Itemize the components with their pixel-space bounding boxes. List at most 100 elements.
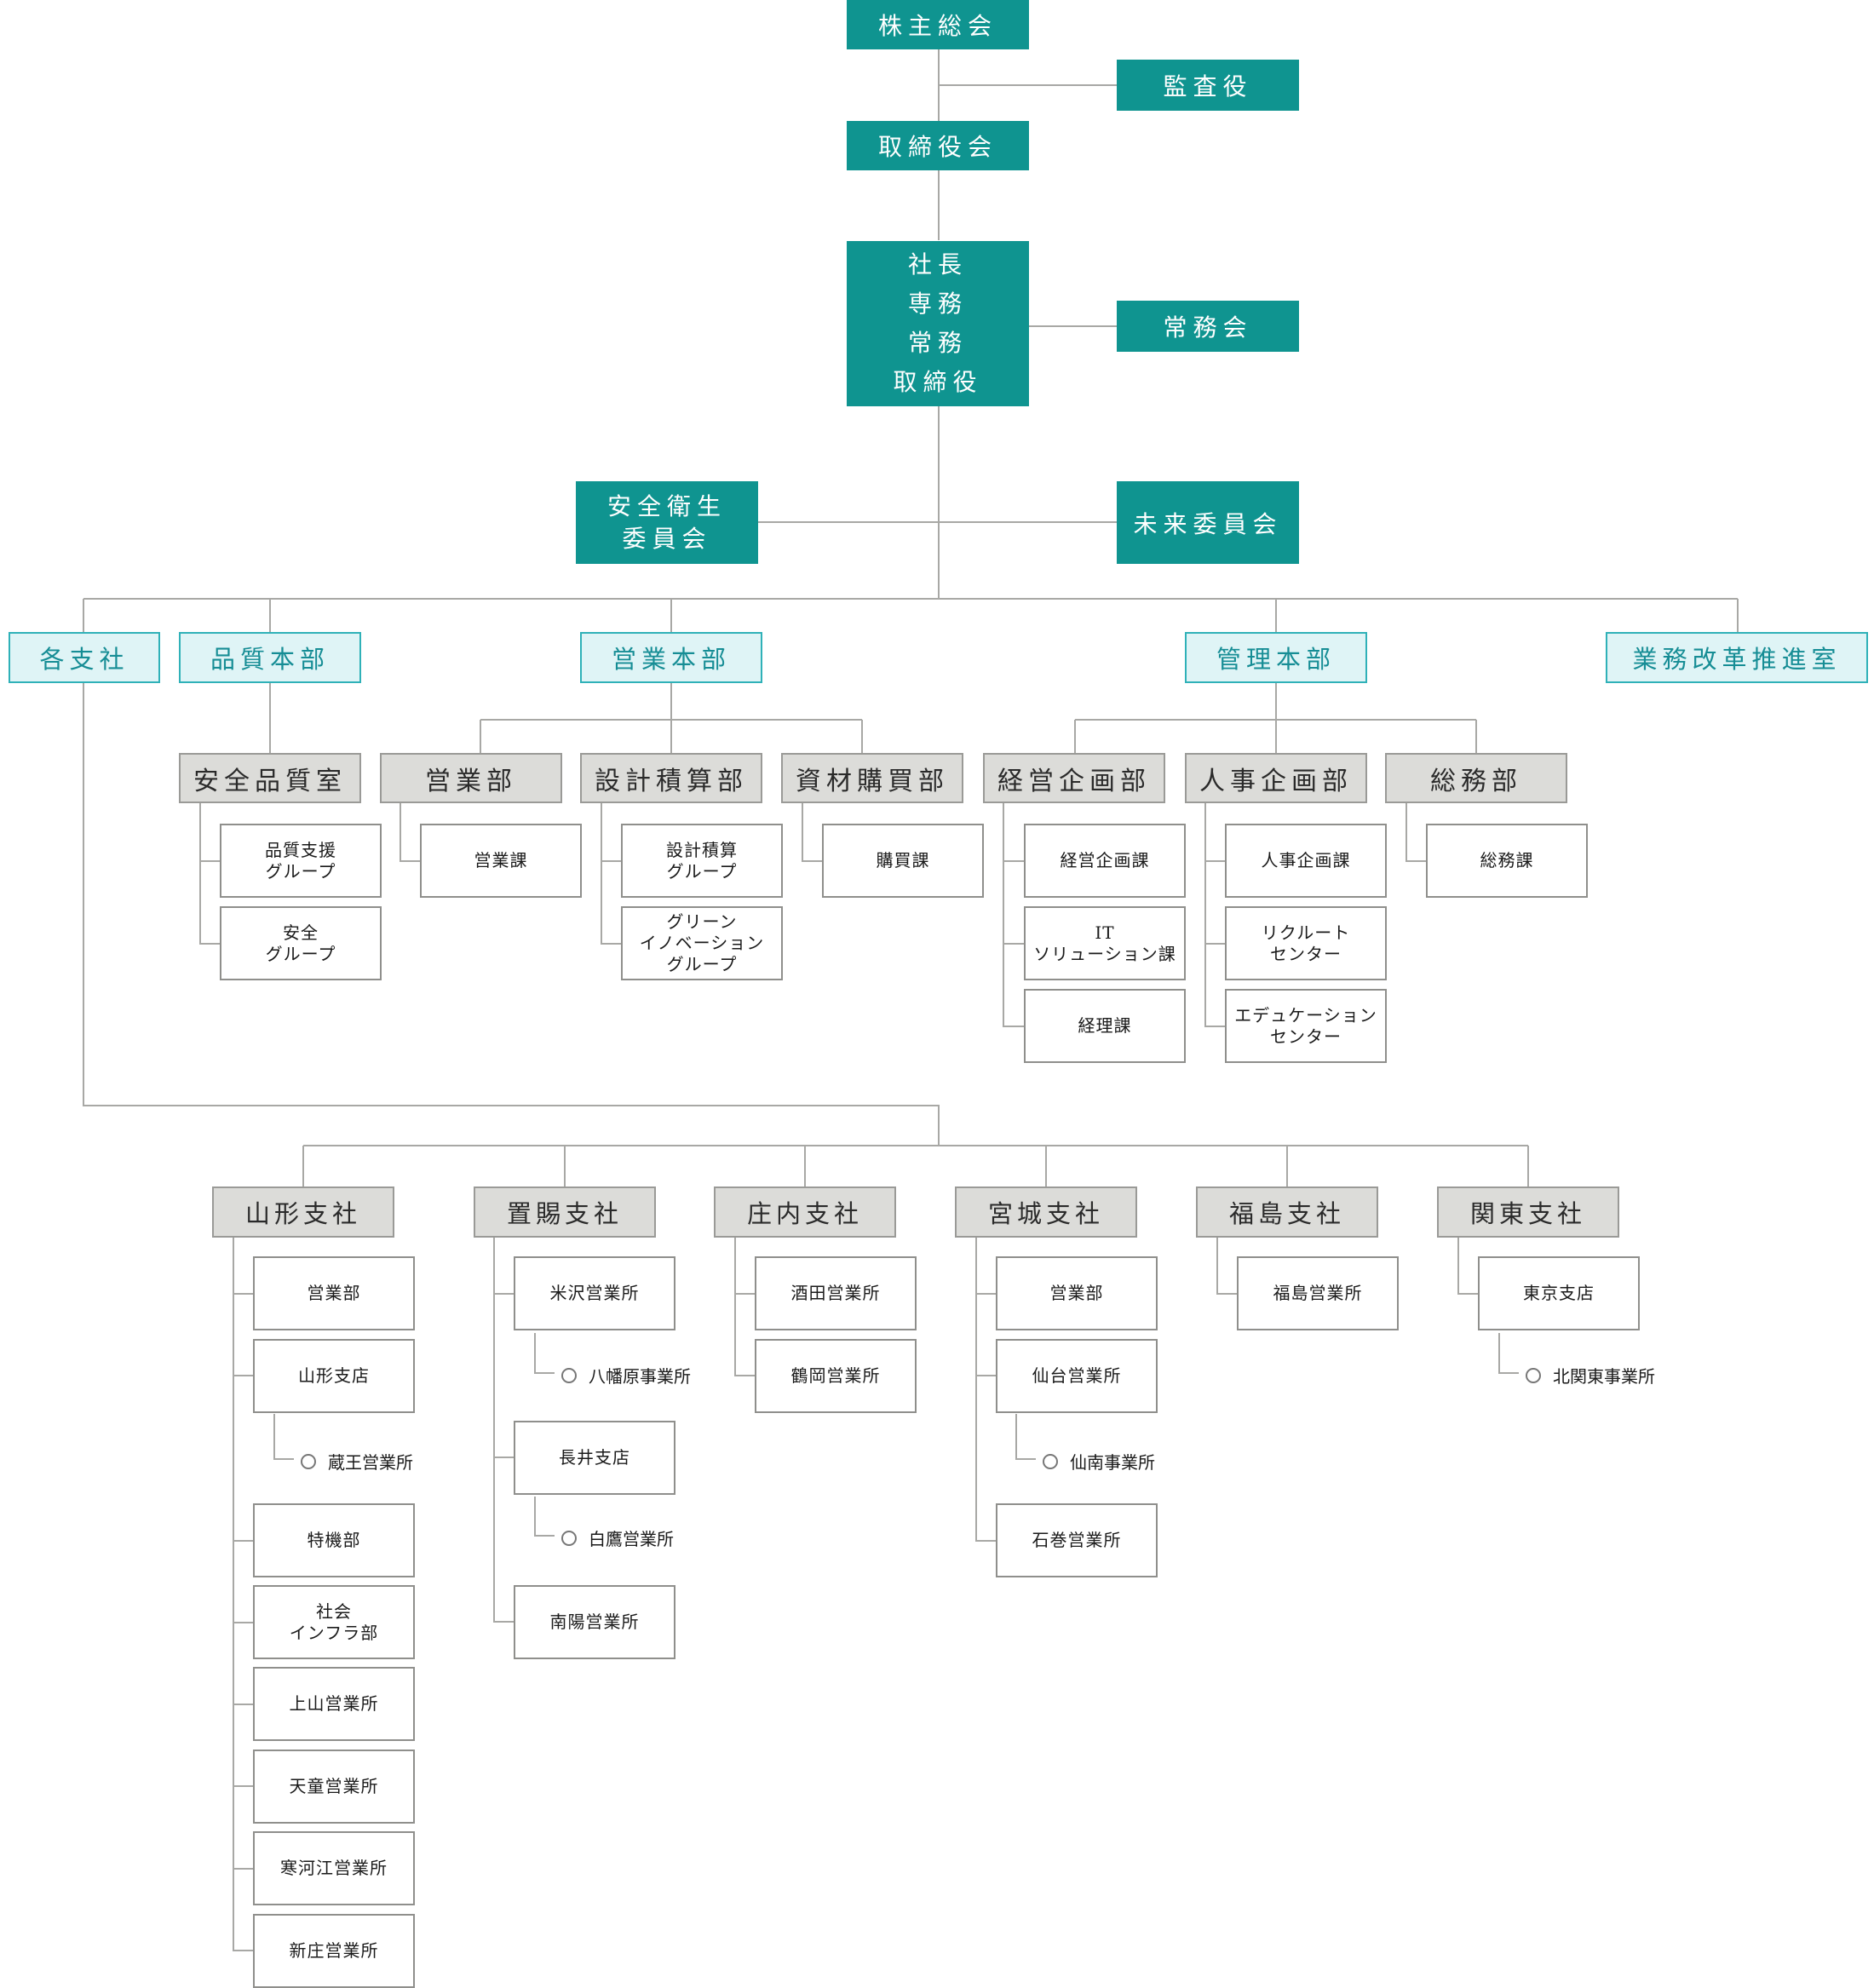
connector	[199, 803, 220, 945]
connector	[534, 1333, 555, 1374]
officer-senior-md: 専務	[907, 290, 968, 318]
hq-admin-label: 管理本部	[1216, 645, 1336, 674]
branch-label: 宮城支社	[987, 1199, 1104, 1228]
dept-sales-label: 営業部	[425, 766, 517, 796]
safety-committee-line1: 安全衛生	[606, 491, 727, 520]
unit-line: 品質支援	[265, 839, 336, 860]
connector	[273, 1414, 294, 1460]
yamagata-infrastructure: 社会 インフラ部	[253, 1585, 415, 1659]
unit-line: 鶴岡営業所	[790, 1365, 881, 1386]
unit-line: 酒田営業所	[790, 1283, 881, 1303]
yamagata-tendo: 天童営業所	[253, 1750, 415, 1824]
yamagata-sales-dept: 営業部	[253, 1256, 415, 1330]
branch-label: 福島支社	[1228, 1199, 1345, 1228]
unit-line: 東京支店	[1523, 1283, 1595, 1303]
dept-general-label: 総務部	[1430, 766, 1522, 796]
branch-label: 置賜支社	[506, 1199, 623, 1228]
unit-line: 仙台営業所	[1032, 1365, 1122, 1386]
dept-sales: 営業部	[380, 753, 562, 803]
shonai-tsuruoka: 鶴岡営業所	[755, 1339, 917, 1413]
unit-line: グループ	[666, 954, 738, 974]
officer-md: 常務	[907, 329, 968, 357]
yamagata-zao-office: 蔵王営業所	[301, 1449, 413, 1474]
unit-line: グリーン	[666, 911, 738, 932]
unit-line: グループ	[265, 860, 336, 882]
unit-line: 山形支店	[298, 1365, 370, 1386]
unit-line: 長井支店	[559, 1447, 630, 1468]
office-circle-icon	[561, 1367, 577, 1383]
kanto-tokyo: 東京支店	[1478, 1256, 1640, 1330]
dept-planning: 経営企画部	[983, 753, 1165, 803]
connector	[1204, 803, 1225, 1027]
office-label: 仙南事業所	[1070, 1452, 1155, 1473]
unit-line: 石巻営業所	[1032, 1530, 1122, 1550]
unit-line: センター	[1270, 943, 1342, 964]
managing-committee-label: 常務会	[1163, 313, 1253, 342]
unit-line: リクルート	[1261, 922, 1351, 943]
miyagi-sendai: 仙台営業所	[996, 1339, 1158, 1413]
hq-branches-label: 各支社	[39, 645, 129, 674]
yamagata-sagae: 寒河江営業所	[253, 1831, 415, 1905]
shareholders-meeting-box: 株主総会	[847, 0, 1029, 49]
branch-label: 山形支社	[244, 1199, 361, 1228]
unit-line: IT	[1095, 922, 1115, 943]
branch-yamagata: 山形支社	[212, 1186, 394, 1238]
kanto-north-office: 北関東事業所	[1526, 1363, 1655, 1388]
dept-procurement: 資材購買部	[781, 753, 963, 803]
branch-fukushima: 福島支社	[1196, 1186, 1378, 1238]
unit-green-innovation: グリーン イノベーション グループ	[621, 906, 783, 980]
unit-line: 人事企画課	[1261, 850, 1351, 870]
safety-committee-line2: 委員会	[622, 524, 712, 553]
yamagata-kaminoyama: 上山営業所	[253, 1667, 415, 1741]
dept-planning-label: 経営企画部	[997, 766, 1151, 796]
unit-it-solutions: IT ソリューション課	[1024, 906, 1186, 980]
branch-okitama: 置賜支社	[474, 1186, 656, 1238]
unit-line: 設計積算	[666, 839, 738, 860]
okitama-yawatabara: 八幡原事業所	[561, 1363, 691, 1388]
okitama-shirataka: 白鷹営業所	[561, 1525, 674, 1550]
office-label: 八幡原事業所	[589, 1366, 691, 1387]
branch-kanto: 関東支社	[1437, 1186, 1619, 1238]
unit-line: エデュケーション	[1234, 1004, 1377, 1026]
unit-line: 天童営業所	[289, 1776, 379, 1796]
unit-line: 総務課	[1480, 850, 1534, 870]
managing-committee-box: 常務会	[1117, 301, 1299, 352]
connector	[1498, 1333, 1519, 1374]
unit-line: 営業部	[307, 1283, 361, 1303]
dept-safety-quality-label: 安全品質室	[193, 766, 347, 796]
office-circle-icon	[1526, 1367, 1541, 1383]
board-of-directors-box: 取締役会	[847, 121, 1029, 170]
unit-quality-support: 品質支援 グループ	[220, 824, 382, 898]
connector	[1457, 1238, 1478, 1295]
connector	[83, 683, 940, 1146]
connector	[802, 803, 822, 862]
auditor-label: 監査役	[1163, 72, 1253, 101]
unit-line: イノベーション	[639, 933, 765, 953]
connector	[1216, 1238, 1237, 1295]
safety-committee-box: 安全衛生 委員会	[576, 481, 758, 564]
branch-shonai: 庄内支社	[714, 1186, 896, 1238]
branch-miyagi: 宮城支社	[955, 1186, 1137, 1238]
dept-hr-label: 人事企画部	[1199, 766, 1353, 796]
unit-line: 新庄営業所	[289, 1940, 379, 1961]
auditor-box: 監査役	[1117, 60, 1299, 111]
dept-hr: 人事企画部	[1185, 753, 1367, 803]
connector	[1015, 1414, 1036, 1460]
unit-line: 購買課	[876, 850, 930, 870]
yamagata-special-equipment: 特機部	[253, 1503, 415, 1577]
unit-line: 営業部	[1049, 1283, 1104, 1303]
officer-president: 社長	[907, 250, 968, 279]
branch-label: 庄内支社	[746, 1199, 863, 1228]
shonai-sakata: 酒田営業所	[755, 1256, 917, 1330]
officer-director: 取締役	[893, 368, 983, 396]
miyagi-sennan: 仙南事業所	[1043, 1449, 1155, 1474]
yamagata-shinjo: 新庄営業所	[253, 1914, 415, 1988]
connector	[601, 803, 621, 945]
okitama-nagai: 長井支店	[514, 1421, 675, 1495]
dept-design: 設計積算部	[580, 753, 762, 803]
hq-branches: 各支社	[9, 632, 160, 683]
unit-line: グループ	[666, 860, 738, 882]
connector	[734, 1238, 755, 1376]
office-label: 蔵王営業所	[328, 1452, 413, 1473]
